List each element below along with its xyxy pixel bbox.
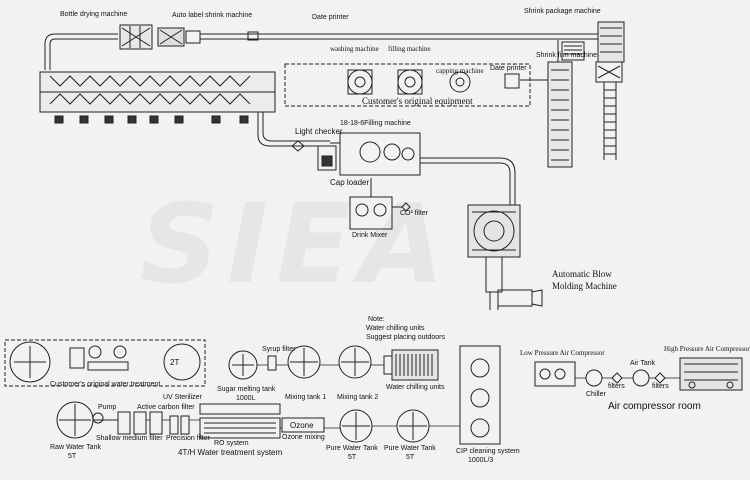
ro-system (199, 417, 281, 439)
label-co2-filter: CO² filter (400, 210, 428, 217)
label-cip: CIP cleaning system (456, 448, 520, 455)
label-customer-water: Customer's original water treatment (50, 381, 161, 388)
water-pipework (93, 364, 460, 429)
label-raw-tank: Raw Water Tank (50, 444, 101, 451)
label-filling: filling machine (388, 45, 431, 53)
customer-equipment-area (284, 63, 555, 107)
storage-conveyor (39, 71, 276, 113)
label-light-checker: Light checker (295, 127, 343, 136)
auto-label-shrink-machine (157, 27, 201, 47)
label-drink-mixer: Drink Mixer (352, 232, 388, 239)
cap-loader (317, 145, 337, 171)
label-pure2-cap: 5T (406, 454, 415, 461)
label-note-title: Note: (368, 316, 385, 323)
syrup-filter (267, 355, 277, 371)
raw-water-tank (56, 401, 94, 439)
label-date-printer-top: Date printer (312, 14, 349, 21)
label-sugar-cap: 1000L (236, 395, 256, 402)
filters-1 (611, 372, 623, 384)
water-pump (92, 412, 118, 424)
label-ozone-mixing: Ozone mixing (282, 434, 325, 441)
watermark-logo: SIEA (140, 180, 453, 308)
pure-water-tank-1 (339, 409, 373, 443)
label-precision: Precision filter (166, 435, 210, 442)
label-ozone: Ozone (290, 421, 314, 430)
label-shrink-film: Shrink film machine (536, 52, 598, 59)
label-filling-18186: 18-18-6Filling machine (340, 120, 411, 127)
label-pure1: Pure Water Tank (326, 445, 378, 452)
label-auto-label: Auto label shrink machine (172, 12, 253, 19)
right-vertical-conveyor (547, 40, 573, 168)
filters-2 (654, 372, 666, 384)
label-shrink-package: Shrink package machine (524, 8, 601, 15)
blow-molding-machine (467, 204, 543, 310)
precision-filter (169, 415, 190, 435)
label-filters1: filters (608, 383, 625, 390)
label-chilling: Water chilling units (386, 384, 445, 391)
label-ro: RO system (214, 440, 249, 447)
shrink-package-machine (561, 21, 625, 160)
label-note-line1: Water chilling units (366, 325, 425, 332)
label-bottle-drying: Bottle drying machine (60, 11, 128, 18)
ozone-unit (281, 417, 325, 433)
water-chilling-units (383, 349, 439, 381)
label-date-printer-mid: Date printer (490, 65, 527, 72)
bottle-drying-machine (119, 24, 153, 50)
label-mixing1: Mixing tank 1 (285, 394, 327, 401)
label-washing: washing machine (330, 45, 379, 53)
label-air-tank: Air Tank (630, 360, 656, 367)
conveyor-to-blow-molding (420, 157, 516, 208)
label-low-comp: Low Pressure Air Compressor (520, 349, 605, 357)
label-raw-tank-cap: 5T (68, 453, 77, 460)
uv-sterilizer (199, 403, 281, 415)
label-shallow: Shallow medium filter (96, 435, 163, 442)
customer-water-treatment-area (4, 339, 206, 387)
mixing-tank-1 (287, 345, 321, 379)
label-chiller: Chiller (586, 391, 606, 398)
sugar-melting-tank (228, 350, 258, 380)
label-filters2: filters (652, 383, 669, 390)
label-air-room: Air compressor room (608, 401, 701, 412)
chiller (585, 369, 603, 387)
date-printer-top (247, 31, 259, 41)
label-blow-molding: Automatic Blow Molding Machine (552, 269, 617, 291)
conveyor-motors (54, 115, 249, 124)
label-high-comp: High Pressure Air Compressor Unit (664, 345, 750, 353)
label-pure1-cap: 5T (348, 454, 357, 461)
air-tank (632, 369, 650, 387)
label-cap-loader: Cap loader (330, 178, 370, 187)
label-capping: capping machine (436, 67, 484, 75)
filling-machine-18186 (330, 132, 421, 176)
label-pure2: Pure Water Tank (384, 445, 436, 452)
label-cip-cap: 1000L/3 (468, 457, 494, 464)
label-syrup: Syrup filter (262, 346, 296, 353)
label-pump: Pump (98, 404, 117, 411)
label-note-line2: Suggest placing outdoors (366, 334, 445, 341)
label-customer-equipment: Customer's original equipment (362, 96, 473, 106)
label-active-carbon: Active carbon filter (137, 404, 195, 411)
low-pressure-air-compressor (534, 361, 576, 387)
label-sugar-tank: Sugar melting tank (217, 386, 276, 393)
shallow-medium-filter (117, 411, 147, 435)
mixing-tank-2 (338, 345, 372, 379)
high-pressure-air-compressor (679, 357, 743, 391)
drink-mixer (349, 178, 411, 230)
active-carbon-filter (149, 411, 163, 435)
label-uv: UV Sterilizer (163, 394, 202, 401)
label-tank-2t: 2T (170, 358, 180, 367)
pure-water-tank-2 (396, 409, 430, 443)
cip-cleaning-system (459, 345, 501, 445)
label-water-treatment: 4T/H Water treatment system (178, 448, 283, 457)
top-conveyor (44, 33, 600, 70)
conveyor-to-light-checker (257, 112, 330, 152)
label-mixing2: Mixing tank 2 (337, 394, 379, 401)
